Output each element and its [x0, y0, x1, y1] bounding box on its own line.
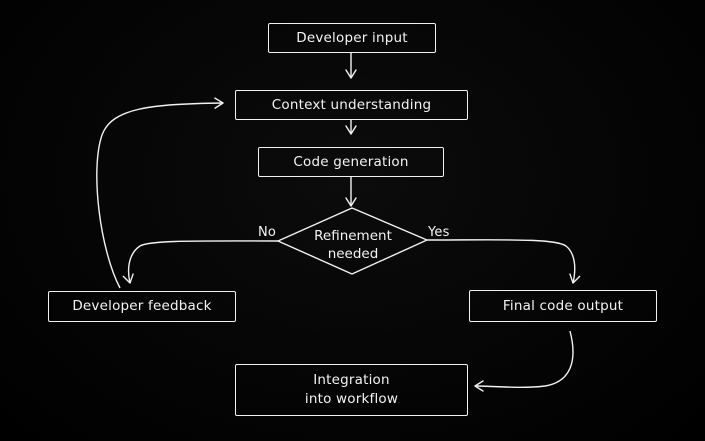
developer-feedback-node: Developer feedback — [48, 291, 236, 322]
no-branch-label: No — [258, 225, 277, 240]
context-understanding-node: Context understanding — [235, 90, 468, 120]
yes-branch-label: Yes — [428, 225, 450, 240]
developer-input-node: Developer input — [268, 23, 436, 53]
refinement-diamond — [277, 207, 428, 275]
arrow-yes-to-final — [426, 239, 581, 284]
refinement-needed-label: Refinement needed — [314, 228, 392, 262]
code-generation-node: Code generation — [258, 147, 444, 177]
final-code-output-node: Final code output — [469, 290, 657, 322]
integration-node: Integration into workflow — [235, 364, 468, 416]
arrow-no-to-feedback — [122, 240, 279, 284]
arrow-feedback-loop-to-context — [96, 97, 224, 289]
arrow-final-to-integration — [474, 330, 574, 392]
